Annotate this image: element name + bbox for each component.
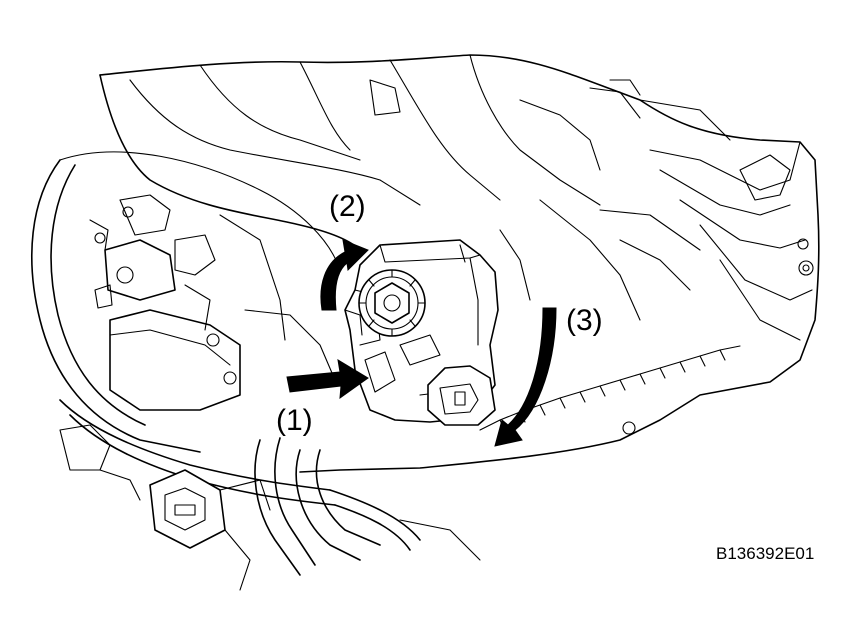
step-2-label: (2) <box>329 190 366 223</box>
servo-motor <box>344 239 499 426</box>
figure-id: B136392E01 <box>716 544 815 563</box>
left-components <box>59 194 481 591</box>
step-1-label: (1) <box>276 404 313 437</box>
blower-opening <box>31 151 341 453</box>
pull-arrow <box>494 307 557 447</box>
push-arrow <box>286 359 369 400</box>
rotate-arrow <box>320 239 369 311</box>
step-3-label: (3) <box>566 304 603 337</box>
